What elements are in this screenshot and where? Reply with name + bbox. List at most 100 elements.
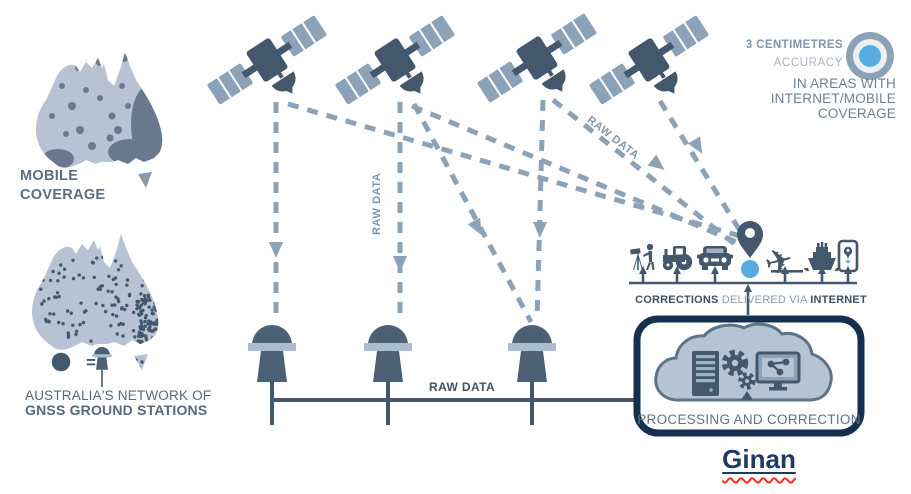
- station-dot: [133, 335, 137, 339]
- station-dot: [139, 292, 143, 296]
- accuracy-label: ACCURACY: [773, 57, 843, 69]
- station-dot: [115, 332, 119, 336]
- raw-data-label-vertical: RAW DATA: [371, 172, 383, 235]
- station-dot: [139, 319, 143, 323]
- accuracy-note: IN AREAS WITH INTERNET/MOBILE COVERAGE: [771, 76, 896, 121]
- station-dot: [146, 322, 150, 326]
- station-dot: [55, 291, 60, 295]
- station-dot: [95, 256, 99, 260]
- station-dot: [107, 274, 111, 278]
- station-dot: [43, 317, 48, 321]
- station-dot: [103, 309, 108, 314]
- station-dot: [143, 316, 148, 320]
- station-dot: [144, 334, 148, 338]
- station-dots: [39, 255, 159, 369]
- sat3-to-pin-line: [551, 98, 739, 248]
- station-dot: [110, 290, 114, 294]
- accuracy-note-line1: IN AREAS WITH: [792, 76, 896, 91]
- station-dot: [143, 297, 147, 301]
- station-dot: [139, 303, 144, 307]
- plane-icon: ✈: [761, 239, 803, 285]
- station-dot: [127, 294, 132, 298]
- station-dot: [57, 294, 61, 299]
- station-dot: [125, 303, 129, 308]
- station-dot: [109, 324, 113, 328]
- station-dot: [61, 322, 65, 326]
- ground-antenna-icon: [364, 325, 412, 425]
- station-dot: [114, 282, 118, 287]
- station-dot: [106, 259, 111, 263]
- station-dot: [47, 297, 51, 301]
- corrections-caption-bold-left: CORRECTIONS: [635, 294, 719, 306]
- station-dot: [154, 308, 158, 312]
- station-dot: [140, 297, 144, 302]
- station-dot: [148, 325, 152, 329]
- mobile-coverage-line1: MOBILE: [20, 168, 79, 184]
- station-dot: [153, 301, 157, 305]
- station-dot: [106, 289, 110, 293]
- station-dot: [152, 322, 156, 326]
- station-dot: [151, 312, 155, 316]
- station-dot: [148, 298, 152, 302]
- station-dot: [41, 278, 45, 282]
- station-dot: [140, 325, 144, 329]
- tractor-icon: [662, 246, 693, 271]
- gnss-network-label: AUSTRALIA'S NETWORK OF GNSS GROUND STATI…: [25, 388, 212, 418]
- station-dot: [154, 327, 158, 331]
- cloud-icon: [654, 322, 833, 402]
- station-dot: [135, 303, 139, 307]
- station-dot: [62, 267, 67, 271]
- ground-antenna-icon: [248, 325, 296, 425]
- station-dot: [121, 322, 125, 326]
- station-dot: [143, 342, 147, 346]
- station-dot: [51, 269, 55, 274]
- station-dot: [81, 276, 86, 280]
- legend-dot-icon: [51, 352, 71, 372]
- station-dot: [47, 320, 51, 324]
- sat2-to-pin-line: [411, 103, 740, 246]
- station-dot: [40, 302, 44, 306]
- station-dot: [117, 323, 121, 327]
- station-dot: [137, 330, 141, 335]
- satellite-icon: [584, 9, 727, 132]
- station-dot: [66, 335, 71, 339]
- station-dot: [155, 318, 159, 322]
- station-dot: [71, 276, 76, 281]
- position-dot: [741, 260, 759, 278]
- gnss-network-line2: GNSS GROUND STATIONS: [25, 402, 208, 418]
- station-dot: [110, 303, 114, 307]
- station-dot: [59, 263, 63, 267]
- smartphone-icon: [837, 239, 859, 273]
- station-dot: [114, 314, 119, 318]
- station-dot: [52, 312, 56, 316]
- station-dot: [48, 278, 53, 283]
- station-dot: [123, 307, 127, 312]
- station-dot: [149, 322, 153, 326]
- station-dot: [57, 271, 61, 275]
- station-dot: [117, 299, 121, 304]
- server-icon: [692, 351, 719, 396]
- legend-equals: =: [86, 353, 96, 372]
- brand-title-text: Ginan: [722, 444, 796, 474]
- station-dot: [113, 303, 117, 307]
- target-circle-icon: [846, 32, 894, 80]
- station-dot: [143, 301, 147, 306]
- station-dot: [42, 299, 46, 303]
- station-dot: [114, 295, 118, 299]
- station-dot: [82, 310, 87, 314]
- station-dot: [62, 275, 66, 279]
- station-dot: [150, 308, 154, 312]
- station-dot: [120, 306, 124, 310]
- station-dot: [78, 322, 82, 327]
- station-dot: [142, 294, 147, 298]
- sat3-to-antenna3-line: [534, 99, 546, 321]
- station-dot: [135, 299, 139, 304]
- sat4-to-pin-line: [657, 99, 745, 236]
- accuracy-note-line2: INTERNET/MOBILE: [770, 91, 896, 106]
- station-dot: [143, 319, 147, 324]
- station-dot: [92, 275, 96, 280]
- station-dot: [149, 328, 153, 333]
- station-dot: [111, 277, 116, 282]
- station-dot: [89, 339, 93, 343]
- gnss-network-line1: AUSTRALIA'S NETWORK OF: [25, 388, 212, 403]
